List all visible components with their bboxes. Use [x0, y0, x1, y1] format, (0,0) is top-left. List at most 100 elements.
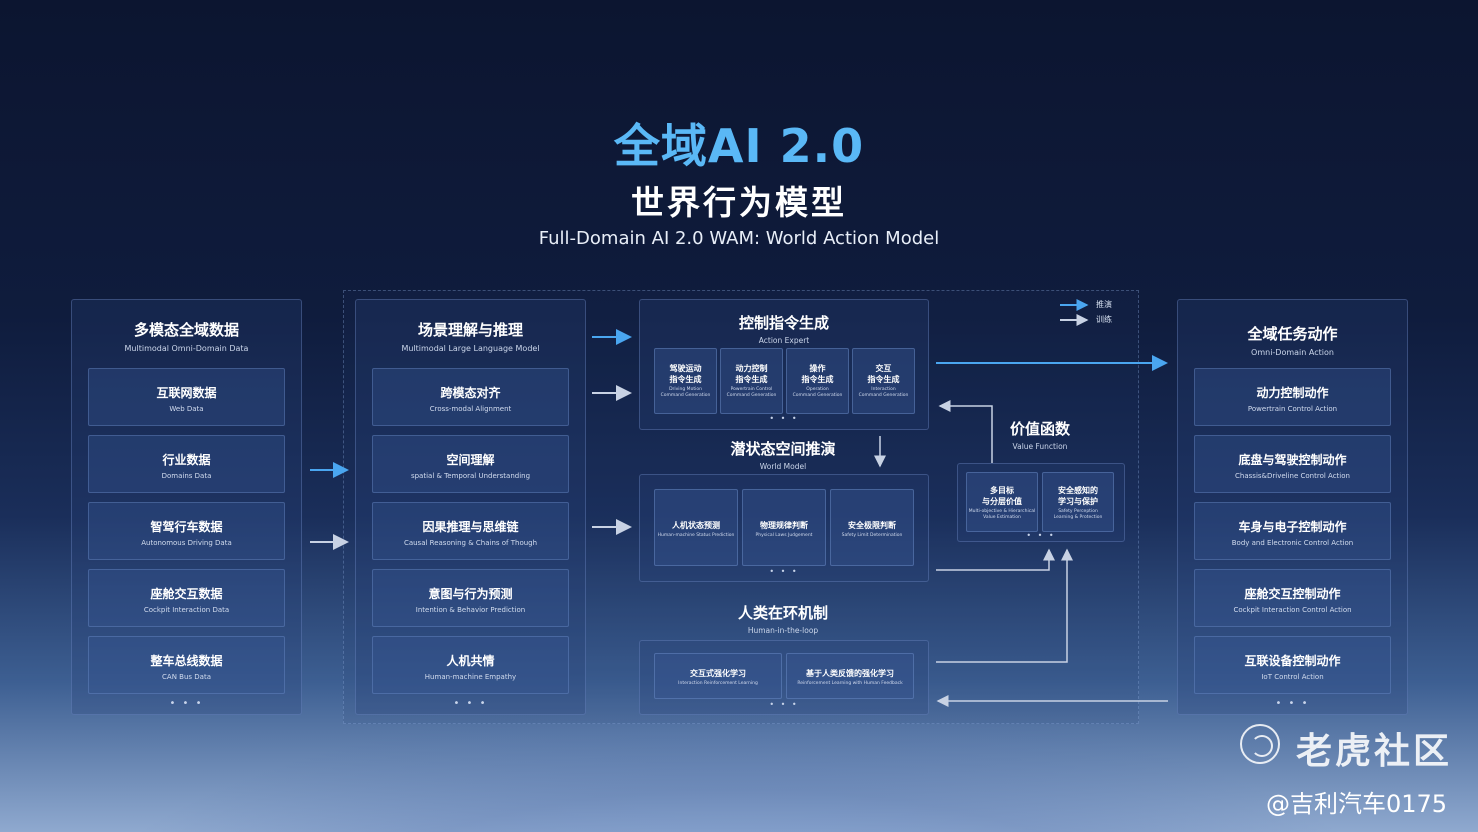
sub-title: 世界行为模型 — [631, 183, 847, 222]
output-item-sublabel: Cockpit Interaction Control Action — [1233, 606, 1352, 614]
action-item-sublabel: Interaction Command Generation — [858, 387, 909, 398]
output-item-body: 车身与电子控制动作 Body and Electronic Control Ac… — [1194, 502, 1391, 560]
value-item-label: 安全感知的 学习与保护 — [1058, 486, 1098, 506]
data-item-label: 座舱交互数据 — [150, 587, 223, 601]
english-title: Full-Domain AI 2.0 WAM: World Action Mod… — [538, 228, 940, 249]
data-item-canbus: 整车总线数据 CAN Bus Data — [88, 636, 285, 694]
action-item-label: 操作 指令生成 — [801, 364, 834, 384]
human-item-sublabel: Reinforcement Learning with Human Feedba… — [797, 681, 903, 686]
watermark-handle: @吉利汽车0175 — [1266, 790, 1448, 818]
world-item-safety: 安全极限判断 Safety Limit Determination — [830, 489, 914, 566]
world-item-physics: 物理规律判断 Physical Laws Judgement — [742, 489, 826, 566]
data-item-label: 互联网数据 — [156, 386, 217, 400]
llm-item-intention: 意图与行为预测 Intention & Behavior Prediction — [372, 569, 569, 627]
llm-panel-title: 场景理解与推理 — [417, 321, 523, 339]
output-item-sublabel: Body and Electronic Control Action — [1231, 539, 1354, 547]
value-function-panel: 多目标 与分层价值 Multi-objective & Hierarchical… — [957, 463, 1125, 542]
action-item-sublabel: Powertrain Control Command Generation — [726, 387, 777, 398]
world-item-label: 物理规律判断 — [760, 521, 808, 530]
data-item-cockpit: 座舱交互数据 Cockpit Interaction Data — [88, 569, 285, 627]
human-item-rlhf: 基于人类反馈的强化学习 Reinforcement Learning with … — [786, 653, 914, 699]
value-function-subtitle: Value Function — [1012, 442, 1068, 451]
action-item-powertrain: 动力控制 指令生成 Powertrain Control Command Gen… — [720, 348, 783, 414]
action-item-label: 交互 指令生成 — [867, 364, 900, 384]
llm-item-sublabel: Human-machine Empathy — [424, 673, 517, 681]
data-item-sublabel: Autonomous Driving Data — [141, 539, 232, 547]
llm-item-sublabel: Causal Reasoning & Chains of Though — [403, 539, 538, 547]
arrow-human-to-value — [936, 548, 1073, 663]
llm-item-sublabel: Intention & Behavior Prediction — [415, 606, 526, 614]
llm-item-sublabel: spatial & Temporal Understanding — [410, 472, 531, 480]
data-panel-header: 多模态全域数据 Multimodal Omni-Domain Data — [72, 319, 301, 353]
action-panel-header: 全域任务动作 Omni-Domain Action — [1178, 323, 1407, 357]
data-item-sublabel: Web Data — [169, 405, 204, 413]
action-item-label: 驾驶运动 指令生成 — [669, 364, 702, 384]
value-item-sublabel: Safety Perception Learning & Protection — [1053, 509, 1103, 520]
human-item-label: 基于人类反馈的强化学习 — [806, 669, 894, 678]
output-item-label: 互联设备控制动作 — [1244, 654, 1341, 668]
data-item-sublabel: CAN Bus Data — [162, 673, 211, 681]
human-loop-panel: 交互式强化学习 Interaction Reinforcement Learni… — [639, 640, 929, 715]
output-item-cockpit: 座舱交互控制动作 Cockpit Interaction Control Act… — [1194, 569, 1391, 627]
world-model-panel: 人机状态预测 Human-machine Status Prediction 物… — [639, 474, 929, 582]
output-item-label: 车身与电子控制动作 — [1238, 520, 1347, 534]
human-item-sublabel: Interaction Reinforcement Learning — [678, 681, 758, 686]
output-item-chassis: 底盘与驾驶控制动作 Chassis&Driveline Control Acti… — [1194, 435, 1391, 493]
llm-item-label: 人机共情 — [446, 654, 495, 668]
arrow-value-to-action — [938, 400, 993, 463]
data-item-web: 互联网数据 Web Data — [88, 368, 285, 426]
data-panel-subtitle: Multimodal Omni-Domain Data — [124, 344, 249, 353]
arrow-world-to-value — [936, 548, 1055, 571]
world-item-sublabel: Safety Limit Determination — [841, 533, 903, 538]
action-item-driving: 驾驶运动 指令生成 Driving Motion Command Generat… — [654, 348, 717, 414]
world-item-sublabel: Human-machine Status Prediction — [657, 533, 735, 538]
value-item-safety: 安全感知的 学习与保护 Safety Perception Learning &… — [1042, 472, 1114, 532]
llm-item-label: 空间理解 — [446, 453, 495, 467]
more-dots: • • • — [769, 567, 799, 576]
value-function-title: 价值函数 — [1009, 420, 1070, 438]
llm-item-spatial: 空间理解 spatial & Temporal Understanding — [372, 435, 569, 493]
data-item-label: 智驾行车数据 — [150, 520, 223, 534]
data-item-label: 整车总线数据 — [150, 654, 223, 668]
world-item-label: 安全极限判断 — [848, 521, 896, 530]
world-model-subtitle: World Model — [759, 462, 807, 471]
output-item-sublabel: IoT Control Action — [1261, 673, 1324, 681]
output-item-label: 底盘与驾驶控制动作 — [1238, 453, 1347, 467]
world-item-status: 人机状态预测 Human-machine Status Prediction — [654, 489, 738, 566]
value-item-multiobjective: 多目标 与分层价值 Multi-objective & Hierarchical… — [966, 472, 1038, 532]
value-item-label: 多目标 与分层价值 — [982, 486, 1022, 506]
output-item-sublabel: Chassis&Driveline Control Action — [1235, 472, 1350, 480]
action-panel-title: 全域任务动作 — [1247, 325, 1338, 343]
data-item-sublabel: Cockpit Interaction Data — [143, 606, 230, 614]
llm-item-empathy: 人机共情 Human-machine Empathy — [372, 636, 569, 694]
llm-panel-header: 场景理解与推理 Multimodal Large Language Model — [356, 319, 585, 353]
world-item-label: 人机状态预测 — [672, 521, 720, 530]
action-item-label: 动力控制 指令生成 — [735, 364, 768, 384]
tiger-community-logo-icon — [1240, 724, 1280, 764]
more-dots: • • • — [769, 414, 799, 423]
action-item-operation: 操作 指令生成 Operation Command Generation — [786, 348, 849, 414]
output-item-label: 动力控制动作 — [1256, 386, 1329, 400]
llm-item-label: 因果推理与思维链 — [422, 520, 519, 534]
output-item-label: 座舱交互控制动作 — [1244, 587, 1341, 601]
action-item-interaction: 交互 指令生成 Interaction Command Generation — [852, 348, 915, 414]
output-item-powertrain: 动力控制动作 Powertrain Control Action — [1194, 368, 1391, 426]
human-loop-subtitle: Human-in-the-loop — [747, 626, 819, 635]
human-loop-title: 人类在环机制 — [737, 604, 828, 622]
data-panel: 多模态全域数据 Multimodal Omni-Domain Data 互联网数… — [71, 299, 302, 715]
watermark-name: 老虎社区 — [1296, 731, 1453, 772]
value-function-header: 价值函数 Value Function — [957, 418, 1123, 451]
human-item-label: 交互式强化学习 — [690, 669, 746, 678]
output-item-iot: 互联设备控制动作 IoT Control Action — [1194, 636, 1391, 694]
world-model-header: 潜状态空间推演 World Model — [639, 438, 927, 471]
llm-item-alignment: 跨模态对齐 Cross-modal Alignment — [372, 368, 569, 426]
data-item-driving: 智驾行车数据 Autonomous Driving Data — [88, 502, 285, 560]
legend-train-label: 训练 — [1096, 315, 1112, 324]
action-expert-subtitle: Action Expert — [758, 336, 810, 345]
llm-item-label: 跨模态对齐 — [440, 386, 501, 400]
world-model-title: 潜状态空间推演 — [730, 440, 836, 458]
action-panel-subtitle: Omni-Domain Action — [1251, 348, 1334, 357]
action-item-sublabel: Driving Motion Command Generation — [660, 387, 711, 398]
human-loop-header: 人类在环机制 Human-in-the-loop — [639, 602, 927, 635]
